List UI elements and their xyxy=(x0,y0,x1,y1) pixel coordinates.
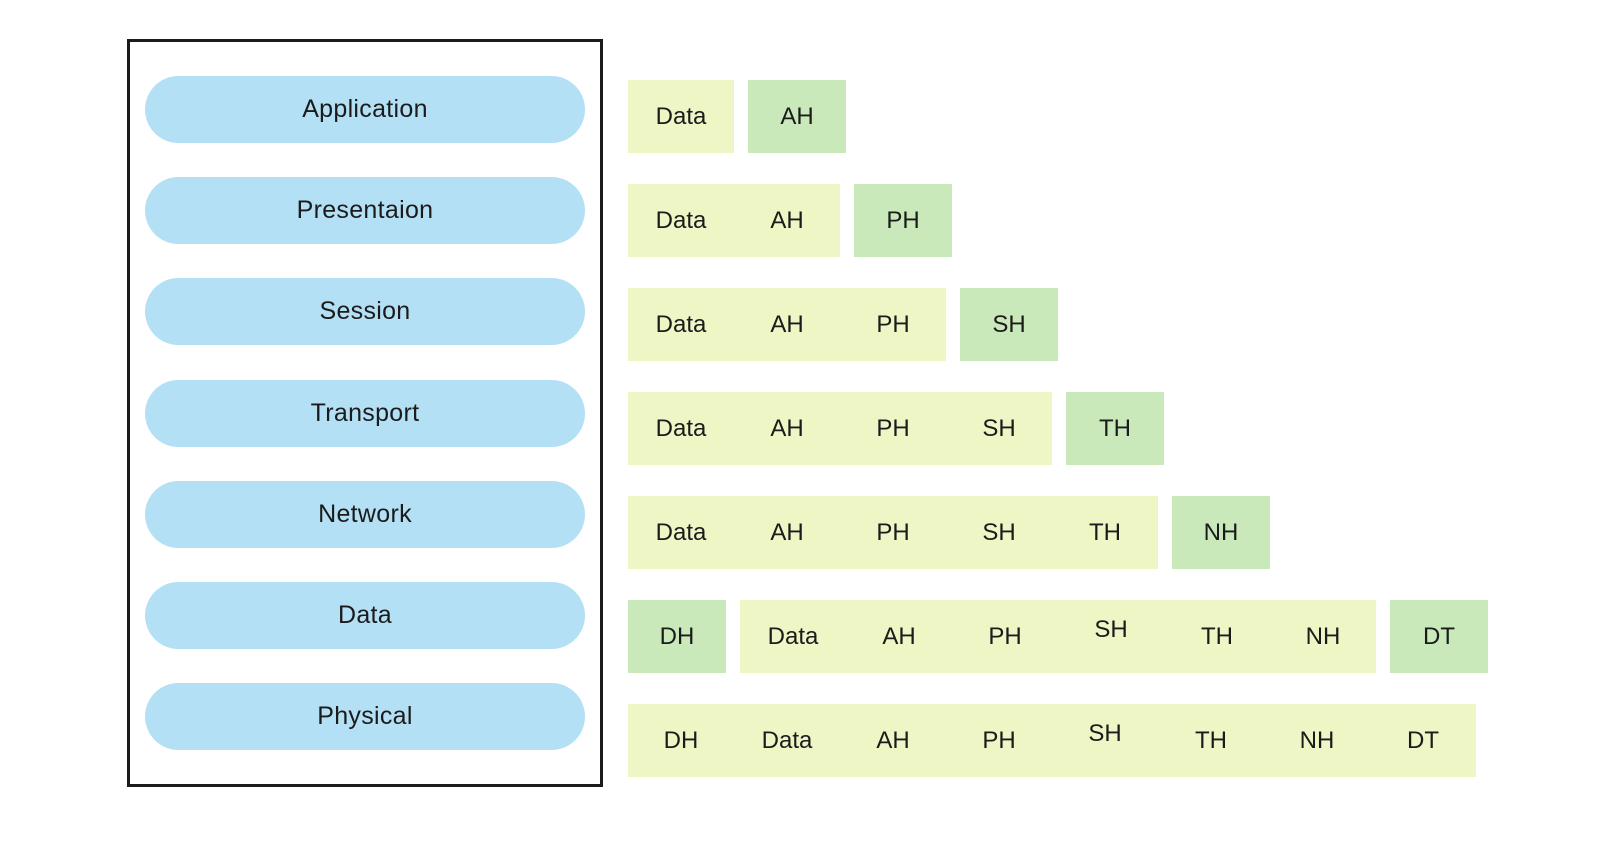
cell-label-ph: PH xyxy=(886,206,920,234)
layer-pill-transport: Transport xyxy=(145,379,585,447)
cell-label-ph: PH xyxy=(876,518,910,546)
payload-box: Data xyxy=(628,80,734,153)
trailer-box: DT xyxy=(1390,600,1488,673)
encap-row-data: DH Data AH PH SH TH NH DT xyxy=(628,600,1488,673)
cell-label-th: TH xyxy=(1099,414,1131,442)
header-box: SH xyxy=(960,288,1058,361)
cell-label-dh: DH xyxy=(659,622,695,650)
layer-pill-label: Network xyxy=(318,499,412,528)
cell-label-sh: SH xyxy=(1094,615,1128,643)
encap-row-presentaion: Data AH PH xyxy=(628,184,952,257)
cell-label-data: Data xyxy=(761,726,813,754)
layer-pill-label: Application xyxy=(302,95,428,124)
payload-box: Data AH PH SH TH xyxy=(628,496,1158,569)
cell-label-ah: AH xyxy=(770,310,804,338)
payload-box: Data AH PH xyxy=(628,288,946,361)
cell-label-ph: PH xyxy=(876,414,910,442)
layer-pill-label: Presentaion xyxy=(296,196,434,225)
cell-label-sh: SH xyxy=(992,310,1026,338)
header-box: NH xyxy=(1172,496,1270,569)
layer-pill-data: Data xyxy=(145,581,585,649)
cell-label-ah: AH xyxy=(882,622,916,650)
cell-label-dh: DH xyxy=(663,726,699,754)
layer-pill-physical: Physical xyxy=(145,682,585,750)
cell-label-th: TH xyxy=(1201,622,1233,650)
cell-label-sh: SH xyxy=(982,518,1016,546)
cell-label-ah: AH xyxy=(770,206,804,234)
layer-pill-label: Physical xyxy=(317,701,413,730)
encap-row-session: Data AH PH SH xyxy=(628,288,1058,361)
cell-label-ah: AH xyxy=(876,726,910,754)
cell-label-th: TH xyxy=(1089,518,1121,546)
layer-pill-label: Session xyxy=(319,297,411,326)
cell-label-dt: DT xyxy=(1407,726,1439,754)
layer-pill-network: Network xyxy=(145,480,585,548)
cell-label-ah: AH xyxy=(770,518,804,546)
encap-row-application: Data AH xyxy=(628,80,846,153)
cell-label-ah: AH xyxy=(770,414,804,442)
layer-pill-label: Data xyxy=(337,600,392,629)
cell-label-data: Data xyxy=(655,518,707,546)
cell-label-data: Data xyxy=(655,310,707,338)
payload-box: Data AH PH SH xyxy=(628,392,1052,465)
encap-row-network: Data AH PH SH TH NH xyxy=(628,496,1270,569)
cell-label-ph: PH xyxy=(982,726,1016,754)
cell-label-ph: PH xyxy=(988,622,1022,650)
header-box: AH xyxy=(748,80,846,153)
cell-label-data: Data xyxy=(655,102,707,130)
layer-pill-session: Session xyxy=(145,278,585,346)
header-box: TH xyxy=(1066,392,1164,465)
cell-label-th: TH xyxy=(1195,726,1227,754)
cell-label-data: Data xyxy=(655,414,707,442)
payload-box: Data AH xyxy=(628,184,840,257)
layer-pill-application: Application xyxy=(145,76,585,144)
cell-label-data: Data xyxy=(655,206,707,234)
payload-box: DH Data AH PH SH TH NH DT xyxy=(628,704,1476,777)
header-box: PH xyxy=(854,184,952,257)
payload-box: Data AH PH SH TH NH xyxy=(740,600,1376,673)
cell-label-data: Data xyxy=(767,622,819,650)
cell-label-ah: AH xyxy=(780,102,814,130)
encap-row-physical: DH Data AH PH SH TH NH DT xyxy=(628,704,1476,777)
cell-label-ph: PH xyxy=(876,310,910,338)
layer-pill-presentaion: Presentaion xyxy=(145,177,585,245)
header-box: DH xyxy=(628,600,726,673)
cell-label-dt: DT xyxy=(1423,622,1455,650)
layer-pill-label: Transport xyxy=(310,398,420,427)
cell-label-sh: SH xyxy=(982,414,1016,442)
cell-label-nh: NH xyxy=(1203,518,1239,546)
cell-label-nh: NH xyxy=(1299,726,1335,754)
cell-label-sh: SH xyxy=(1088,719,1122,747)
cell-label-nh: NH xyxy=(1305,622,1341,650)
encap-row-transport: Data AH PH SH TH xyxy=(628,392,1164,465)
